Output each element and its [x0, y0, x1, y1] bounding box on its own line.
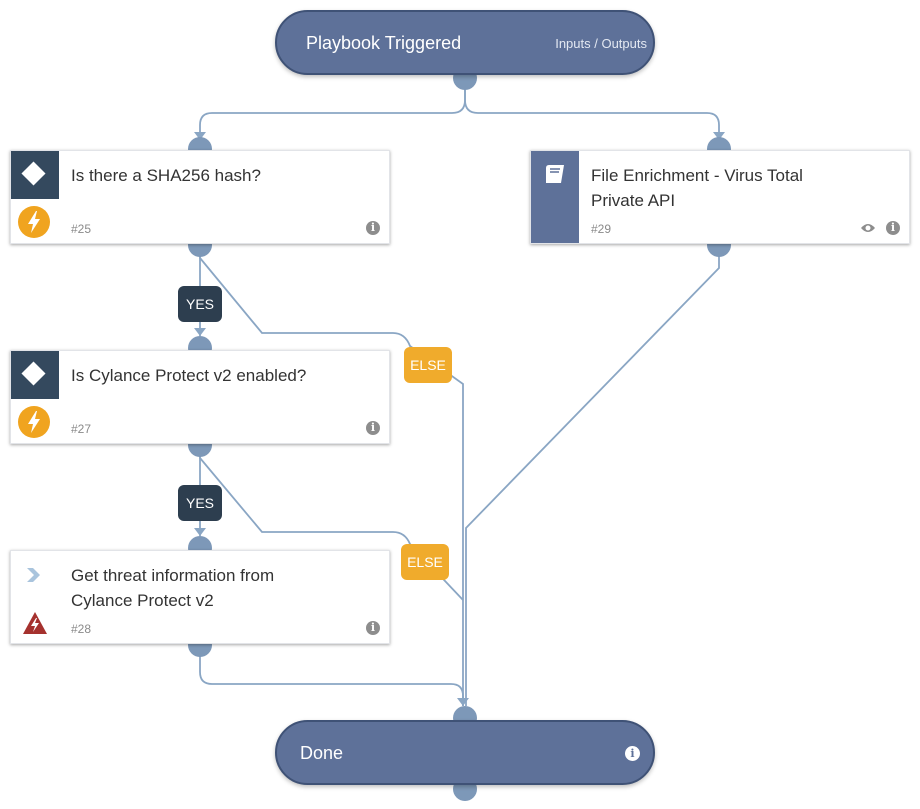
diamond-icon [21, 161, 46, 186]
info-icon[interactable]: i [625, 746, 640, 761]
task-title: Is Cylance Protect v2 enabled? [71, 366, 307, 385]
arrowhead [194, 328, 206, 336]
arrowhead [194, 528, 206, 536]
yes-label: YES [178, 485, 222, 521]
task-title: Get threat information from Cylance Prot… [71, 563, 329, 613]
inputs-outputs-link[interactable]: Inputs / Outputs [555, 36, 647, 51]
book-icon [546, 165, 564, 183]
edge-start-to-25 [199, 78, 466, 137]
task-title-line2: Cylance Protect v2 [71, 591, 214, 610]
arrowhead [713, 132, 725, 140]
task-28[interactable]: Get threat information from Cylance Prot… [10, 550, 390, 644]
task-id: #27 [71, 422, 92, 436]
info-icon[interactable]: i [366, 421, 380, 435]
eye-icon[interactable] [860, 222, 876, 234]
done-node[interactable]: Done i [275, 720, 655, 785]
task-title: File Enrichment - Virus Total Private AP… [591, 163, 849, 213]
task-id: #28 [71, 622, 92, 636]
task-id: #29 [591, 222, 612, 236]
edge-28-to-done [199, 646, 464, 706]
task-title-line1: File Enrichment - Virus Total [591, 166, 803, 185]
else-label: ELSE [404, 347, 452, 383]
info-icon[interactable]: i [886, 221, 900, 235]
end-node-title: Done [300, 743, 344, 763]
error-warning-icon [23, 612, 47, 634]
start-node-title: Playbook Triggered [306, 33, 462, 53]
arrowhead [457, 698, 469, 706]
chevron-right-icon [27, 568, 40, 582]
condition-tag [11, 351, 59, 399]
arrowhead [194, 132, 206, 140]
bolt-icon [18, 406, 50, 438]
edge-start-to-29 [464, 78, 720, 137]
yes-label: YES [178, 286, 222, 322]
edge-27-else [199, 446, 464, 601]
task-title-line1: Get threat information from [71, 566, 275, 585]
task-id: #25 [71, 222, 92, 236]
task-title-line2: Private API [591, 191, 676, 210]
playbook-triggered-node[interactable]: Playbook Triggered Inputs / Outputs [275, 10, 655, 75]
sub-playbook-tag [531, 151, 579, 243]
task-title: Is there a SHA256 hash? [71, 166, 261, 185]
bolt-icon [18, 206, 50, 238]
else-label: ELSE [401, 544, 449, 580]
info-icon[interactable]: i [366, 221, 380, 235]
task-27[interactable]: Is Cylance Protect v2 enabled? #27 i [10, 350, 390, 444]
diamond-icon [21, 361, 46, 386]
task-25[interactable]: Is there a SHA256 hash? #25 i [10, 150, 390, 244]
edge-29-to-done [465, 246, 720, 706]
task-29[interactable]: File Enrichment - Virus Total Private AP… [530, 150, 910, 244]
info-icon[interactable]: i [366, 621, 380, 635]
edge-25-else [199, 246, 464, 706]
condition-tag [11, 151, 59, 199]
